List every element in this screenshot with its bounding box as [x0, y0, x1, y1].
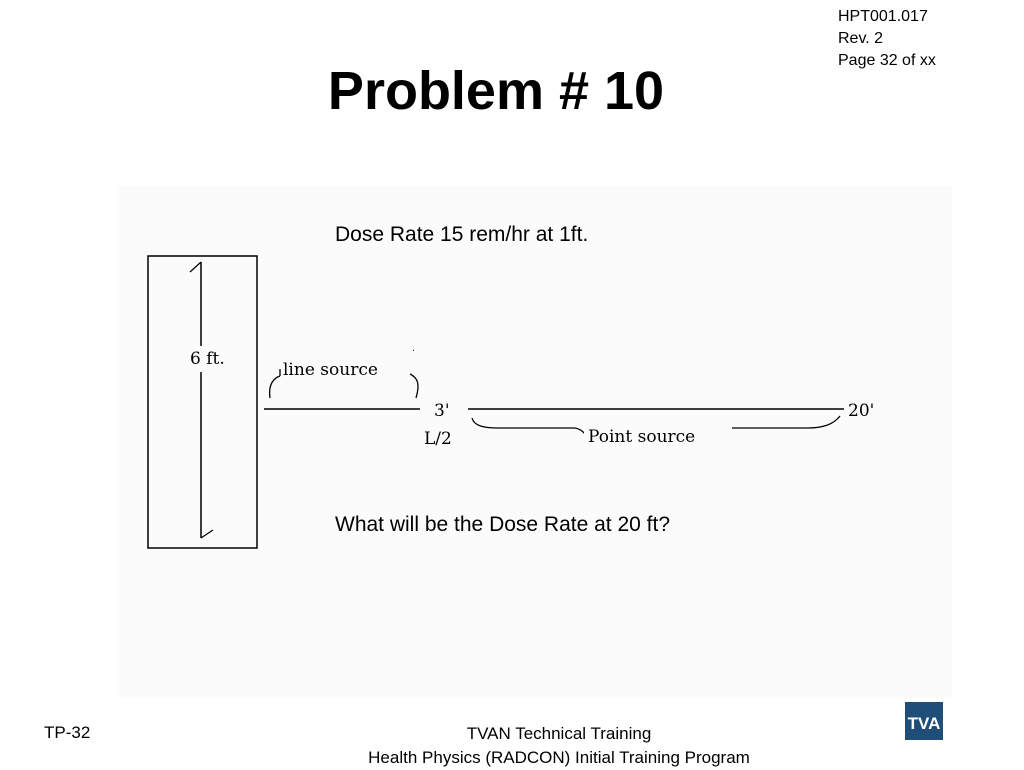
distance-3-label: 3' [434, 401, 450, 421]
length-dimension-bottom-tick [200, 529, 214, 539]
question-text: What will be the Dose Rate at 20 ft? [335, 513, 671, 536]
given-dose-rate-text: Dose Rate 15 rem/hr at 1ft. [335, 223, 589, 246]
source-geometry-diagram: 6 ft. line source . 3' L/2 Point source … [147, 255, 874, 549]
footer-caption: TVAN Technical Training Health Physics (… [300, 722, 818, 770]
point-source-label: Point source [588, 427, 695, 447]
length-label: 6 ft. [190, 349, 225, 369]
distance-20-label: 20' [848, 401, 874, 421]
footer-organization: TVAN Technical Training [466, 724, 652, 743]
line-source-label: line source [283, 360, 378, 380]
tva-logo-text: TVA [908, 714, 941, 733]
document-id-block: HPT001.017 Rev. 2 Page 32 of xx [838, 6, 936, 72]
slide-title: Problem # 10 [327, 61, 665, 121]
slide-id: TP-32 [44, 723, 91, 742]
half-length-label: L/2 [424, 429, 452, 449]
footer-program: Health Physics (RADCON) Initial Training… [368, 748, 750, 767]
problem-diagram-area: 6 ft. line source . 3' L/2 Point source … [118, 186, 952, 698]
document-revision: Rev. 2 [838, 30, 884, 47]
document-page-number: Page 32 of xx [838, 52, 936, 69]
line-source-dot: . [412, 343, 415, 354]
source-rectangle [147, 255, 258, 549]
tva-logo: TVA [905, 702, 943, 740]
length-dimension-top-tick [189, 261, 202, 273]
document-number: HPT001.017 [838, 8, 928, 25]
line-source-brace [268, 369, 419, 399]
